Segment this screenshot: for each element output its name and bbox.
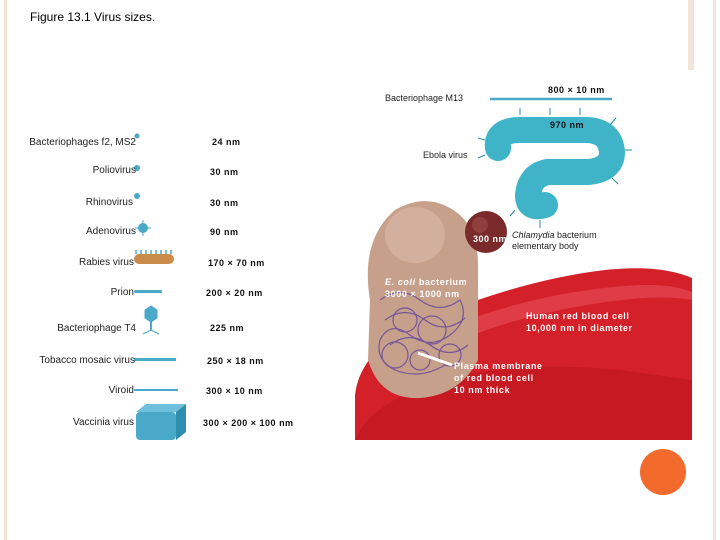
ecoli-nucleoid: [378, 291, 469, 375]
ecoli-size: 3000 × 1000 nm: [385, 289, 460, 299]
chlamydia-label-italic: Chlamydia: [512, 230, 555, 240]
ecoli-label-rest: bacterium: [418, 277, 468, 287]
prion-icon: [134, 290, 162, 293]
rbc-label: Human red blood cell 10,000 nm in diamet…: [526, 310, 633, 334]
ecoli-label-italic: E. coli: [385, 277, 416, 287]
chlamydia-label-line2: elementary body: [512, 241, 579, 251]
ebola-label: Ebola virus: [423, 150, 468, 160]
ebola-spikes: [477, 108, 632, 228]
m13-label: Bacteriophage M13: [385, 93, 464, 103]
virus-size-t4: 225 nm: [210, 323, 245, 333]
virus-name-adenovirus: Adenovirus: [85, 226, 136, 237]
virus-name-rabies: Rabies virus: [78, 257, 134, 268]
virus-size-viroid: 300 × 10 nm: [206, 386, 263, 396]
rhinovirus-icon: [134, 193, 140, 199]
virus-size-prion: 200 × 20 nm: [206, 288, 263, 298]
membrane-pointer: [417, 351, 453, 367]
poliovirus-icon: [134, 165, 140, 171]
bacteriophage-t4-icon: [142, 305, 160, 335]
membrane-label: Plasma membrane of red blood cell 10 nm …: [454, 360, 543, 396]
membrane-label-line1: Plasma membrane: [454, 361, 543, 371]
virus-size-adenovirus: 90 nm: [210, 227, 239, 237]
bacteriophage-f2-icon: [134, 133, 140, 139]
red-blood-cell-highlight: [440, 284, 692, 345]
membrane-label-line2: of red blood cell: [454, 373, 534, 383]
virus-size-tmv: 250 × 18 nm: [207, 356, 264, 366]
virus-size-f2: 24 nm: [212, 137, 241, 147]
adenovirus-icon: [135, 220, 151, 236]
slide-frame-top: [688, 0, 694, 70]
virus-name-t4: Bacteriophage T4: [57, 323, 136, 334]
rbc-label-line1: Human red blood cell: [526, 311, 630, 321]
ecoli-label: E. coli bacterium 3000 × 1000 nm: [385, 276, 467, 300]
chlamydia-body: [465, 211, 507, 253]
virus-size-rabies: 170 × 70 nm: [208, 258, 265, 268]
virus-size-vaccinia: 300 × 200 × 100 nm: [203, 418, 294, 428]
tobacco-mosaic-virus-icon: [134, 358, 176, 361]
ebola-virus: [484, 117, 626, 220]
virus-name-viroid: Viroid: [108, 385, 134, 396]
slide-frame-right: [713, 0, 716, 540]
chlamydia-size: 300 nm: [473, 234, 508, 244]
ebola-size: 970 nm: [550, 120, 585, 130]
virus-name-rhinovirus: Rhinovirus: [85, 197, 133, 208]
ecoli-highlight: [385, 207, 445, 263]
m13-size: 800 × 10 nm: [548, 85, 605, 95]
chlamydia-label-rest: bacterium: [557, 230, 597, 240]
virus-name-tmv: Tobacco mosaic virus: [39, 355, 135, 366]
virus-name-vaccinia: Vaccinia virus: [73, 417, 134, 428]
slide-frame-left: [4, 0, 7, 540]
virus-size-rhinovirus: 30 nm: [210, 198, 239, 208]
membrane-label-line3: 10 nm thick: [454, 385, 511, 395]
figure-title: Figure 13.1 Virus sizes.: [30, 10, 156, 24]
virus-name-prion: Prion: [110, 287, 134, 298]
chlamydia-label: Chlamydia bacterium elementary body: [512, 230, 597, 252]
virus-name-f2: Bacteriophages f2, MS2: [29, 137, 136, 148]
vaccinia-virus-icon: [136, 404, 186, 440]
rbc-label-line2: 10,000 nm in diameter: [526, 323, 633, 333]
viroid-icon: [134, 389, 178, 391]
rabies-virus-icon: [134, 250, 174, 264]
virus-name-poliovirus: Poliovirus: [92, 165, 136, 176]
slide-accent-dot: [640, 449, 686, 495]
virus-size-poliovirus: 30 nm: [210, 167, 239, 177]
